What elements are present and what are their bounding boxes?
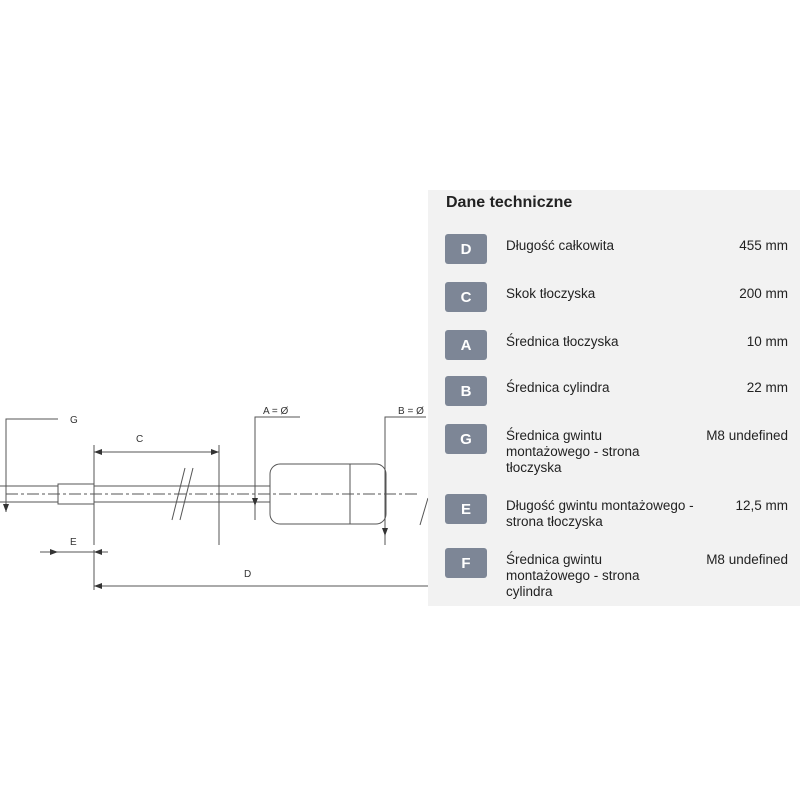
spec-label: Średnica tłoczyska: [506, 334, 619, 349]
cylinder-body: [269, 463, 387, 525]
spec-value: M8 undefined: [706, 428, 788, 443]
technical-data-panel: Dane techniczne D Długość całkowita 455 …: [428, 190, 800, 606]
dim-line-a: [254, 416, 300, 520]
panel-title: Dane techniczne: [446, 194, 573, 211]
spec-badge: E: [445, 494, 487, 524]
spec-badge: G: [445, 424, 487, 454]
dim-label-g: G: [70, 415, 78, 426]
spec-label: Długość gwintu montażowego - strona tłoc…: [506, 498, 694, 529]
spec-value: 10 mm: [746, 334, 788, 349]
arrow-d-left: [94, 583, 102, 589]
spec-label: Średnica cylindra: [506, 380, 610, 395]
spec-badge: C: [445, 282, 487, 312]
technical-drawing: G C A = Ø B = Ø E D: [0, 190, 430, 610]
spec-value: M8 undefined: [706, 552, 788, 567]
arrow-c-right: [211, 449, 219, 455]
break-mark-1: [171, 467, 186, 521]
dim-line-b: [384, 416, 426, 545]
spec-badge: A: [445, 330, 487, 360]
spec-value: 455 mm: [739, 238, 788, 253]
arrow-e-left: [50, 549, 58, 555]
spec-label: Skok tłoczyska: [506, 286, 596, 301]
spec-badge: B: [445, 376, 487, 406]
dim-line-g: [5, 418, 58, 512]
spec-value: 12,5 mm: [735, 498, 788, 513]
dim-label-e: E: [70, 537, 77, 548]
dim-label-b: B = Ø: [398, 406, 424, 417]
break-mark-2: [179, 467, 194, 521]
dim-label-a: A = Ø: [263, 406, 289, 417]
dim-label-d: D: [244, 569, 251, 580]
gas-spring-diagram: G C A = Ø B = Ø E D: [0, 406, 429, 590]
arrow-c-left: [94, 449, 102, 455]
spec-label: Średnica gwintu montażowego - strona tło…: [506, 428, 640, 475]
arrow-e-right: [94, 549, 102, 555]
dim-label-c: C: [136, 434, 143, 445]
spec-label: Długość całkowita: [506, 238, 615, 253]
spec-badge: D: [445, 234, 487, 264]
arrow-b: [382, 528, 388, 536]
break-mark-3: [419, 497, 429, 526]
spec-badge: F: [445, 548, 487, 578]
spec-value: 22 mm: [746, 380, 788, 395]
spec-value: 200 mm: [739, 286, 788, 301]
arrow-a: [252, 498, 258, 506]
arrow-g: [3, 504, 9, 512]
spec-label: Średnica gwintu montażowego - strona cyl…: [506, 552, 640, 599]
